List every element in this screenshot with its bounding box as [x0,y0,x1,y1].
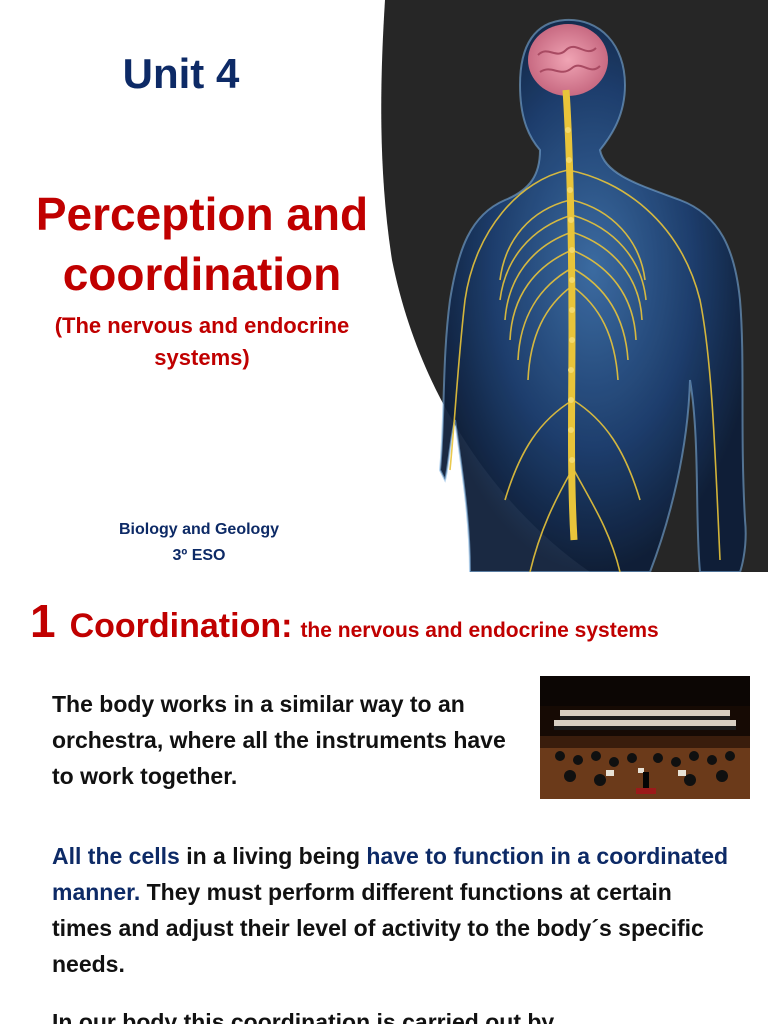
slide-title: Perception and coordination [0,184,404,304]
text-living-being: in a living being [179,843,367,869]
course-line-1: Biology and Geology [118,521,279,538]
subtitle-line-1: (The nervous and endocrine [54,313,350,338]
section-title: Coordination: [69,607,293,645]
nervous-system-illustration [381,0,768,572]
section-number: 1 [30,595,56,647]
text-functions: They must perform different functions at… [52,879,704,977]
course-label: Biology and Geology 3º ESO [0,517,398,569]
title-slide: Unit 4 Perception and coordination (The … [0,0,768,572]
paragraph-partial: In our body this coordination is carried… [52,1009,555,1024]
subtitle-line-2: systems) [154,345,250,370]
course-line-2: 3º ESO [172,547,226,564]
paragraph-orchestra: The body works in a similar way to an or… [52,691,506,789]
highlight-coordinated: have to function in a coordinated manner… [52,843,729,905]
section-subtitle: the nervous and endocrine systems [300,619,659,642]
highlight-cells: All the cells [52,843,180,869]
paragraph-cells: All the cells in a living being have to … [52,838,732,982]
title-line-1: Perception and [35,188,369,240]
title-line-2: coordination [62,248,342,300]
orchestra-photo [540,676,750,799]
slide-subtitle: (The nervous and endocrine systems) [0,310,404,374]
content-slide: 1 Coordination: the nervous and endocrine … [0,576,768,1024]
unit-title: Unit 4 [122,50,240,97]
section-heading: 1 Coordination: the nervous and endocrine … [30,594,659,648]
